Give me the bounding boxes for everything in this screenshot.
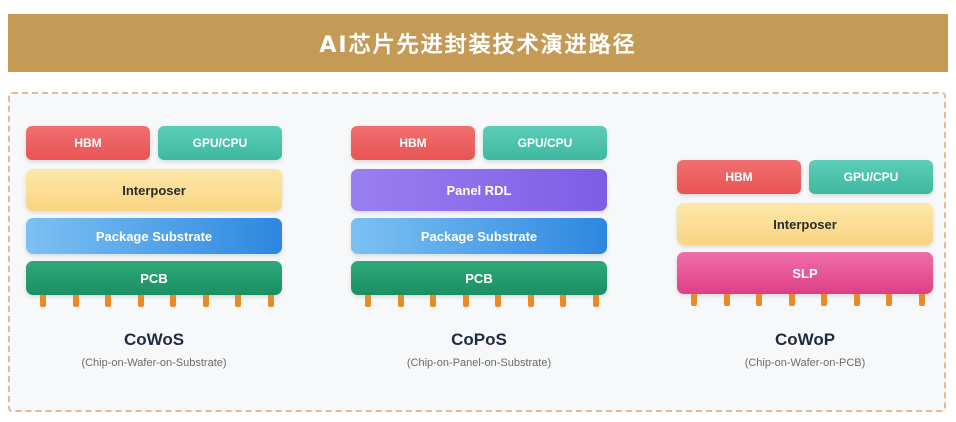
solder-pin — [788, 294, 795, 306]
package-name: CoWoP — [774, 330, 836, 349]
solder-pin — [170, 295, 176, 307]
solder-pin — [560, 295, 566, 307]
solder-pins — [351, 295, 607, 309]
pcb-layer: PCB — [26, 261, 282, 295]
solder-pin — [365, 295, 371, 307]
hbm-chip: HBM — [351, 126, 475, 160]
solder-pin — [495, 295, 501, 307]
solder-pins — [26, 295, 282, 309]
solder-pin — [918, 294, 925, 306]
package-name: CoWoS — [123, 330, 185, 349]
slp-layer: SLP — [677, 252, 933, 294]
solder-pin — [462, 295, 469, 307]
interposer-layer: Interposer — [26, 169, 282, 211]
solder-pin — [40, 295, 46, 307]
solder-pin — [723, 294, 730, 306]
page-title: AI芯片先进封装技术演进路径 — [8, 14, 948, 72]
package-full-name: (Chip-on-Wafer-on-Substrate) — [81, 357, 227, 369]
solder-pin — [235, 295, 241, 307]
interposer-layer: Interposer — [677, 203, 933, 245]
solder-pin — [430, 295, 436, 307]
gpu-cpu-chip: GPU/CPU — [483, 126, 607, 160]
package-full-name: (Chip-on-Wafer-on-PCB) — [744, 357, 866, 369]
gpu-cpu-chip: GPU/CPU — [158, 126, 282, 160]
panel-rdl-layer: Panel RDL — [351, 169, 607, 211]
package-substrate-layer: Package Substrate — [351, 218, 607, 254]
solder-pin — [592, 295, 599, 307]
hbm-chip: HBM — [26, 126, 150, 160]
solder-pin — [105, 295, 111, 307]
copos-stack: HBM GPU/CPU Panel RDL Package Substrate … — [351, 126, 607, 309]
solder-pin — [72, 295, 79, 307]
solder-pin — [202, 295, 209, 307]
pcb-layer: PCB — [351, 261, 607, 295]
cowos-stack: HBM GPU/CPU Interposer Package Substrate… — [26, 126, 282, 309]
solder-pin — [756, 294, 762, 306]
hbm-chip: HBM — [677, 160, 801, 194]
solder-pin — [527, 295, 534, 307]
solder-pin — [267, 295, 274, 307]
solder-pin — [137, 295, 144, 307]
package-name: CoPoS — [451, 330, 507, 349]
cowop-stack: HBM GPU/CPU Interposer SLP — [677, 160, 933, 308]
solder-pin — [853, 294, 860, 306]
solder-pins — [677, 294, 933, 308]
solder-pin — [886, 294, 892, 306]
solder-pin — [821, 294, 827, 306]
gpu-cpu-chip: GPU/CPU — [809, 160, 933, 194]
solder-pin — [691, 294, 697, 306]
package-substrate-layer: Package Substrate — [26, 218, 282, 254]
package-full-name: (Chip-on-Panel-on-Substrate) — [406, 357, 552, 369]
solder-pin — [397, 295, 404, 307]
